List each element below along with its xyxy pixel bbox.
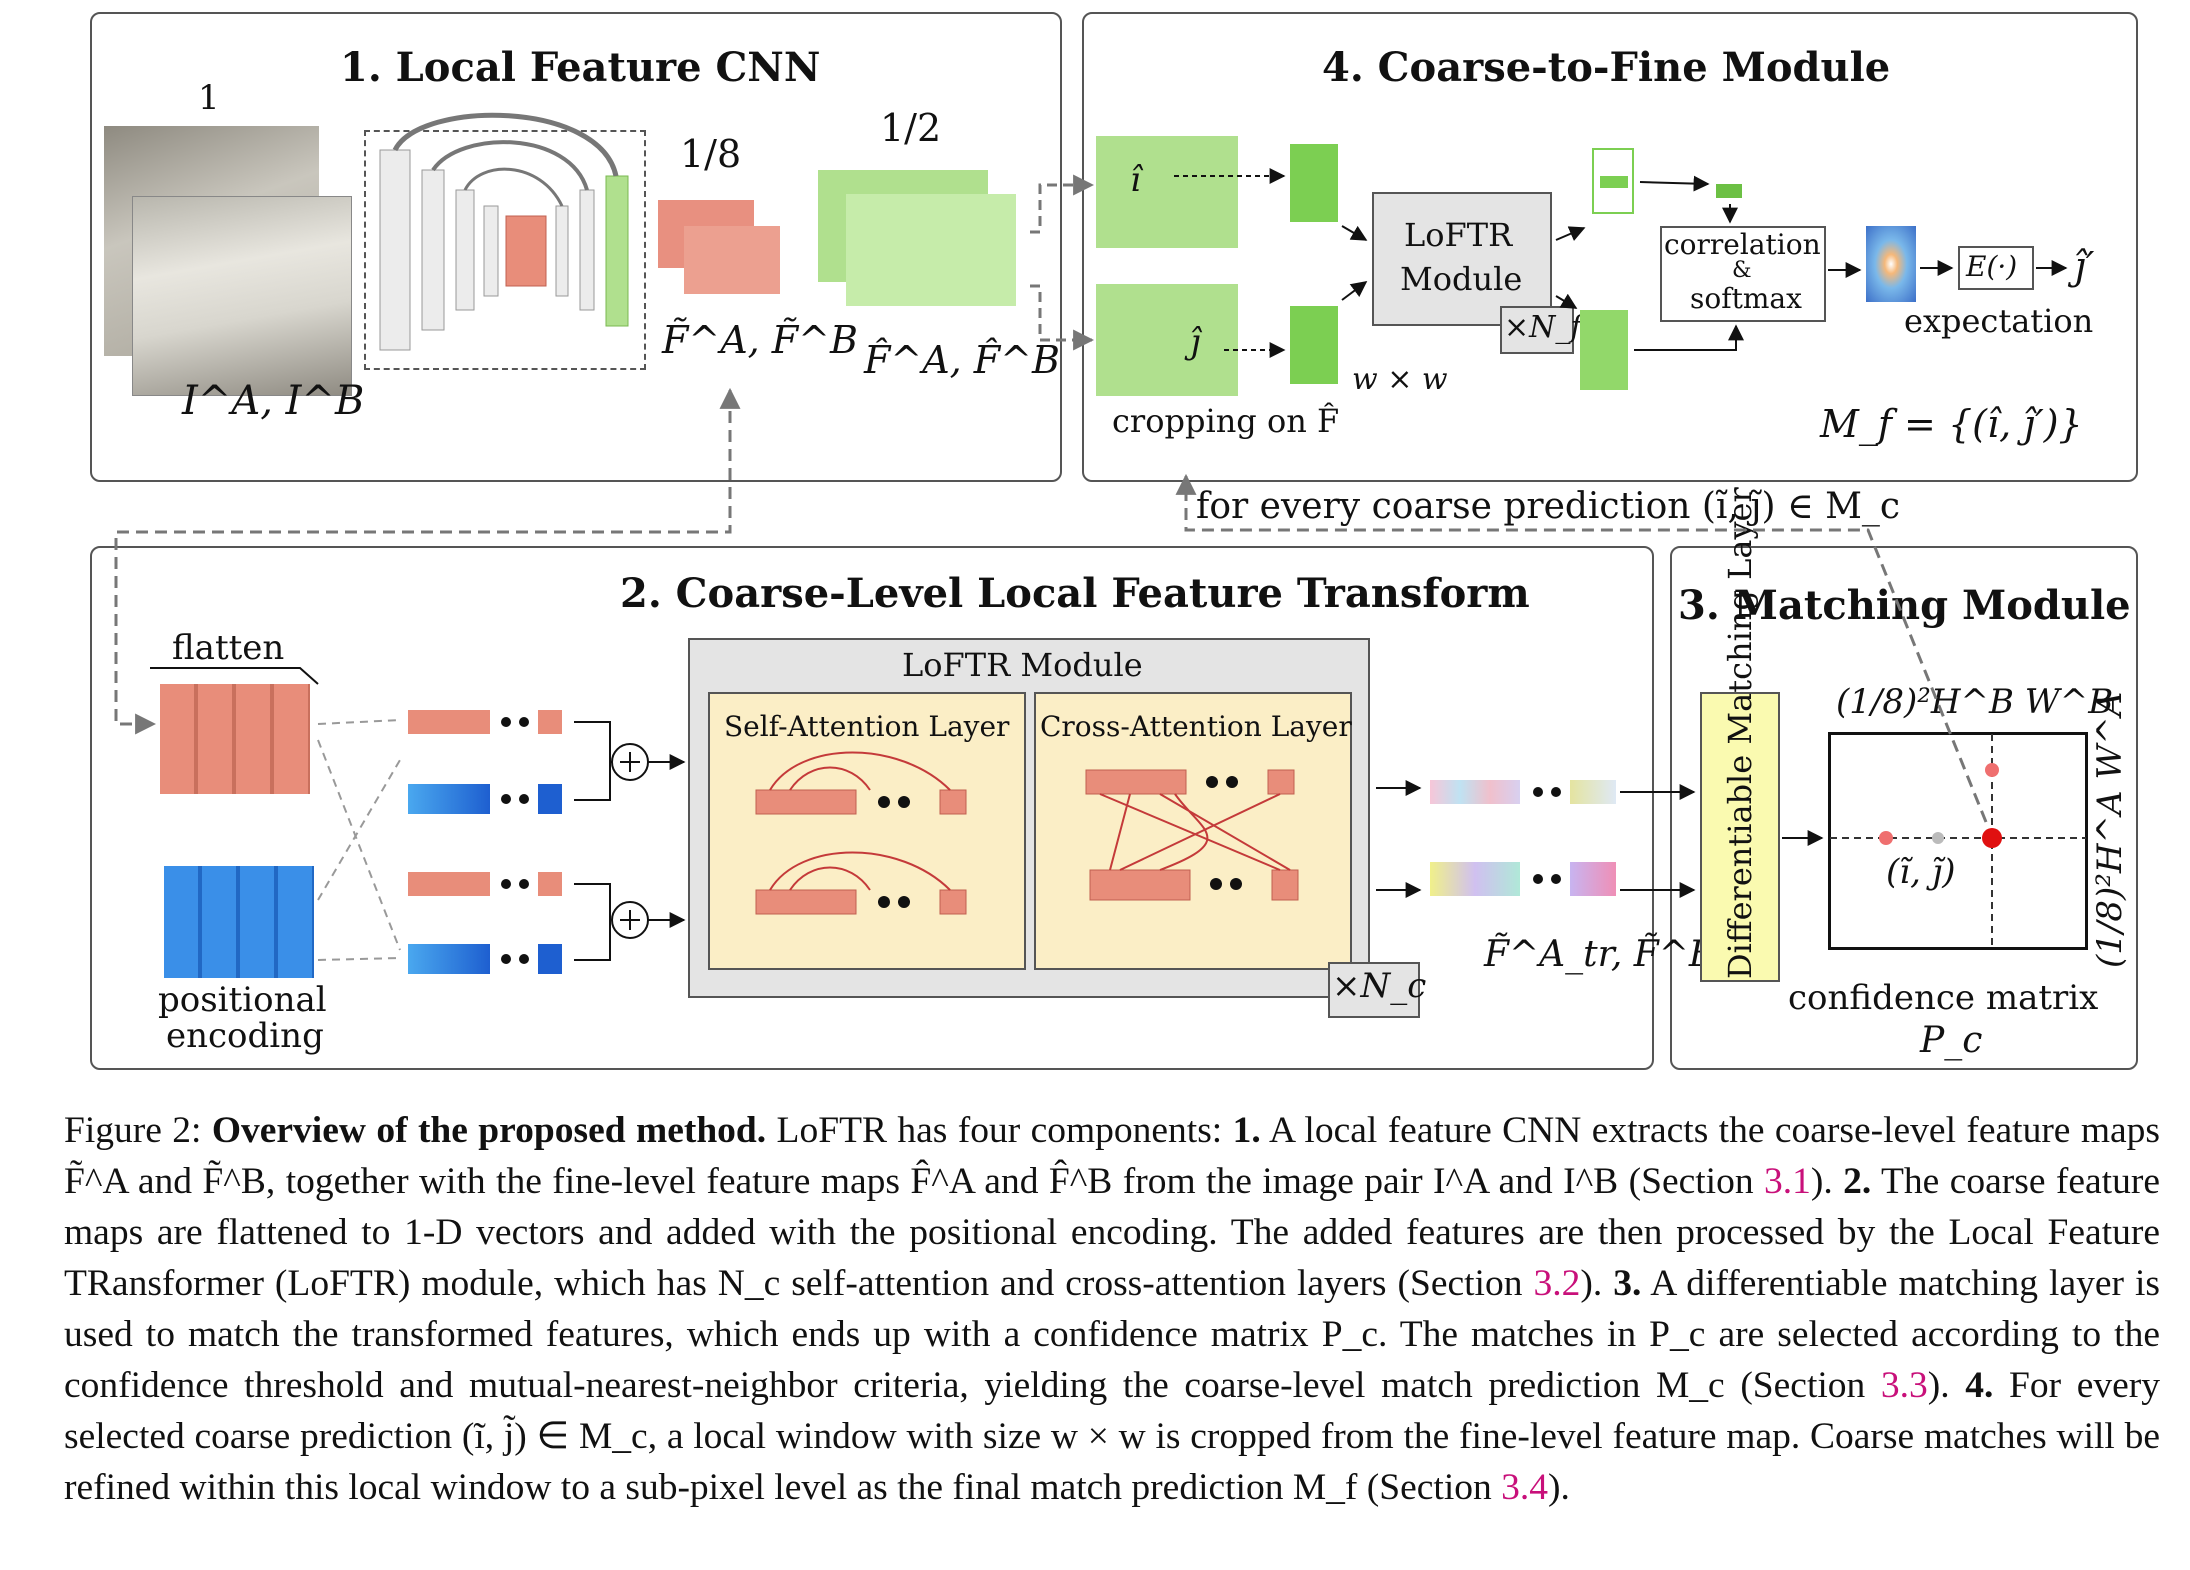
window-feature-a	[1290, 144, 1338, 222]
transformed-feature-b	[1430, 862, 1520, 896]
scale-eighth-label: 1/8	[680, 132, 742, 176]
fine-feature-map-b	[846, 194, 1016, 306]
positional-label-1: positional	[158, 980, 327, 1020]
confidence-matrix-marks	[1830, 734, 2086, 948]
fine-loftr-label-1: LoFTR	[1404, 216, 1513, 254]
confidence-matrix-label: confidence matrix	[1788, 978, 2099, 1018]
caption-text: LoFTR has four components: 1. A local fe…	[64, 1110, 2160, 1508]
self-attention-label: Self-Attention Layer	[724, 710, 1010, 743]
loop-label: for every coarse prediction (ĩ, j̃) ∈ M_…	[1196, 486, 1901, 527]
i-hat-label: î	[1130, 160, 1141, 200]
crop-fine-map-a	[1096, 136, 1238, 248]
window-feature-b	[1290, 306, 1338, 384]
panel1-title: 1. Local Feature CNN	[340, 44, 821, 91]
caption-bold-title: Overview of the proposed method.	[211, 1110, 767, 1151]
caption-prefix: Figure 2:	[64, 1110, 212, 1151]
section-ref[interactable]: 3.3	[1880, 1365, 1928, 1406]
times-nf-box	[1500, 306, 1574, 354]
fine-loftr-module	[1372, 192, 1552, 326]
expectation-label: expectation	[1904, 302, 2094, 340]
cnn-backbone	[364, 130, 646, 370]
pc-label: P_c	[1920, 1020, 1983, 1061]
coarse-loftr-label: LoFTR Module	[902, 646, 1143, 684]
expectation-fn-label: E(·)	[1966, 250, 2018, 283]
flat-pos-2-end	[538, 944, 562, 974]
transformed-window-b	[1580, 310, 1628, 390]
point-label: (ĩ, j̃)	[1886, 852, 1956, 892]
transformed-feature-a	[1430, 780, 1520, 804]
times-nf-label: ×N_f	[1504, 310, 1582, 345]
transformed-feature-a-end	[1570, 780, 1616, 804]
image-b	[132, 196, 352, 396]
positional-grid	[164, 866, 314, 978]
scale-full-label: 1	[198, 78, 220, 118]
cross-attention-graphic	[1085, 769, 1299, 901]
mf-label: M_f = {(î, ĵ′)}	[1820, 402, 2083, 446]
coarse-features-label: F̃^A, F̃^B	[662, 318, 858, 362]
correlation-label: correlation	[1664, 228, 1821, 261]
ampersand-label: &	[1732, 258, 1752, 283]
flat-feature-2-end	[538, 872, 562, 896]
cross-attention-layer	[1034, 692, 1352, 970]
softmax-label: softmax	[1690, 282, 1802, 315]
positional-label-2: encoding	[166, 1016, 324, 1056]
cross-attention-label: Cross-Attention Layer	[1040, 710, 1352, 743]
j-hat-label: ĵ	[1190, 322, 1201, 362]
times-nc-box	[1328, 962, 1420, 1018]
add-operators	[574, 721, 686, 961]
section-ref[interactable]: 3.1	[1764, 1161, 1811, 1202]
j-prime-label: ĵ′	[2074, 244, 2095, 288]
fine-features-label: F̂^A, F̂^B	[864, 338, 1060, 382]
flat-pos-2	[408, 944, 490, 974]
cropping-label: cropping on F̂	[1112, 402, 1340, 440]
expectation-box	[1958, 246, 2034, 290]
transformed-window-a-center	[1600, 176, 1628, 188]
coarse-grid-feature	[160, 684, 310, 794]
figure-caption: Figure 2: Overview of the proposed metho…	[64, 1105, 2160, 1513]
transformed-window-a	[1592, 148, 1634, 214]
coarse-feature-map-b	[684, 226, 780, 294]
fine-loftr-label-2: Module	[1400, 260, 1523, 298]
center-feature	[1716, 184, 1742, 198]
section-ref[interactable]: 3.2	[1533, 1263, 1581, 1304]
confidence-matrix	[1828, 732, 2088, 950]
transformed-feature-b-end	[1570, 862, 1616, 896]
axis-top-label: (1/8)²H^B W^B	[1836, 682, 2114, 722]
flat-feature-2	[408, 872, 490, 896]
self-attention-graphic	[755, 751, 967, 915]
section-ref[interactable]: 3.4	[1501, 1467, 1549, 1508]
differentiable-matching-layer	[1700, 692, 1780, 982]
crop-fine-map-b	[1096, 284, 1238, 396]
correlation-softmax-box	[1660, 226, 1826, 322]
cnn-blocks	[379, 112, 629, 351]
flat-feature-1	[408, 710, 490, 734]
self-attention-layer	[708, 692, 1026, 970]
window-size-label: w × w	[1352, 362, 1448, 397]
flat-pos-1	[408, 784, 490, 814]
flat-feature-1-end	[538, 710, 562, 734]
heatmap-icon	[1866, 226, 1916, 302]
scale-half-label: 1/2	[880, 106, 942, 150]
flatten-label: flatten	[172, 628, 285, 668]
panel2-title: 2. Coarse-Level Local Feature Transform	[620, 570, 1530, 617]
times-nc-label: ×N_c	[1332, 966, 1427, 1006]
flat-pos-1-end	[538, 784, 562, 814]
images-label: I^A, I^B	[182, 378, 365, 424]
panel4-title: 4. Coarse-to-Fine Module	[1322, 44, 1891, 91]
